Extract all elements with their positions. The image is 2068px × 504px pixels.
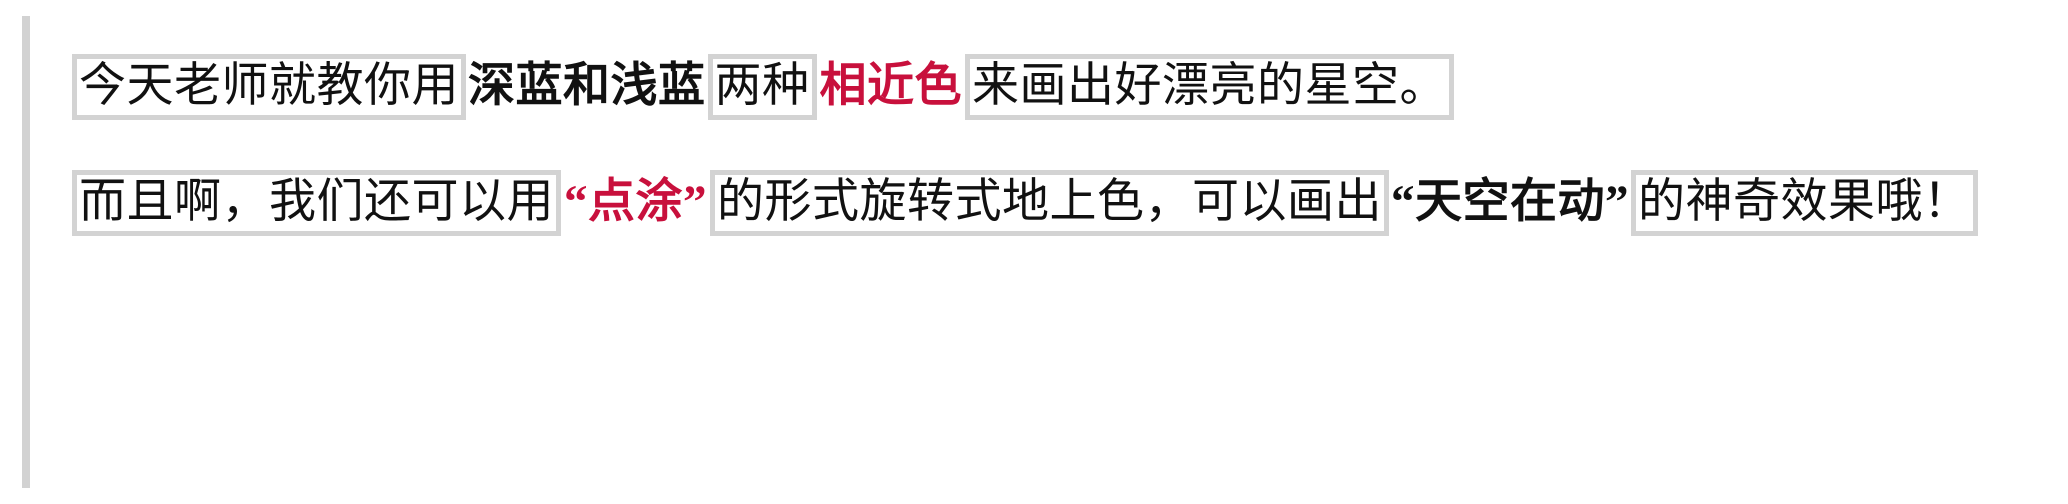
text-segment-plain: 的形式旋转式地上色，可以画出 <box>710 170 1389 236</box>
text-segment-plain: 两种 <box>707 54 817 120</box>
text-segment-accent: “点涂” <box>564 176 707 228</box>
passage-content: 今天老师就教你用深蓝和浅蓝两种相近色来画出好漂亮的星空。 而且啊，我们还可以用“… <box>72 0 2052 504</box>
text-segment-plain: 来画出好漂亮的星空。 <box>965 54 1454 120</box>
text-segment-plain: 今天老师就教你用 <box>72 54 466 120</box>
text-segment-bold: 深蓝和浅蓝 <box>468 60 706 112</box>
paragraph-2: 而且啊，我们还可以用“点涂”的形式旋转式地上色，可以画出“天空在动”的神奇效果哦… <box>72 162 2052 242</box>
left-accent-rule <box>22 16 30 488</box>
text-segment-plain: 而且啊，我们还可以用 <box>72 170 561 236</box>
paragraph-1: 今天老师就教你用深蓝和浅蓝两种相近色来画出好漂亮的星空。 <box>72 46 2052 126</box>
text-segment-plain: 的神奇效果哦！ <box>1631 170 1978 236</box>
text-segment-accent: 相近色 <box>819 60 962 112</box>
text-segment-bold: “天空在动” <box>1391 176 1629 228</box>
